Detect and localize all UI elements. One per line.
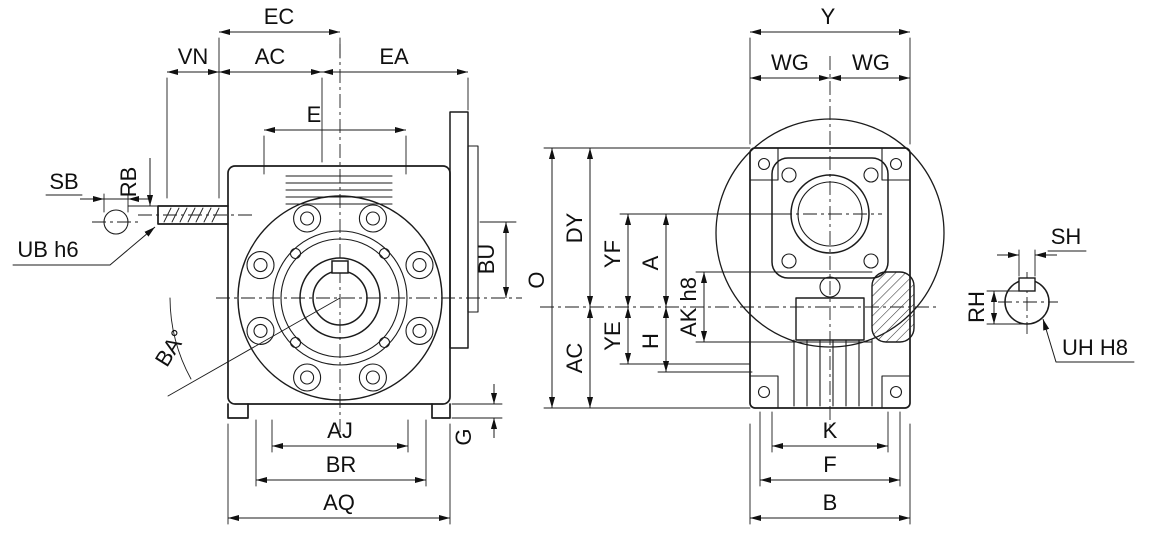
face-inner-circle — [280, 238, 400, 358]
tab-holes — [757, 157, 903, 399]
dim-label-b: B — [823, 490, 838, 515]
dim-label-o: O — [524, 271, 549, 288]
dim-label-uh: UH H8 — [1062, 335, 1128, 360]
dim-label-dy: DY — [562, 212, 587, 243]
output-flange-face — [237, 195, 443, 401]
bolt-holes — [253, 211, 427, 385]
dim-label-sb: SB — [49, 169, 78, 194]
side-view: Y WG WG O DY AC YF YE A H AK h8 — [524, 4, 945, 525]
dim-label-wg-right: WG — [852, 50, 890, 75]
dim-label-aq: AQ — [323, 490, 355, 515]
angle-ba: BA° — [150, 297, 341, 397]
dim-label-ba-angle: BA° — [150, 325, 191, 371]
input-flange-square — [771, 157, 889, 279]
dim-label-ye: YE — [600, 321, 625, 350]
dim-label-ac-front: AC — [255, 44, 286, 69]
plug-hole — [819, 276, 841, 298]
front-view: BA° EC VN AC EA E SB — [12, 4, 522, 525]
gearbox-housing-side — [749, 147, 915, 409]
front-left-dimensions: SB RB UB h6 — [12, 158, 159, 266]
bolt-lobes — [246, 204, 434, 392]
front-right-dimensions: BU G — [451, 221, 517, 446]
flange-bolt-holes — [781, 167, 879, 269]
flange-plate-edge — [449, 111, 479, 349]
housing-block — [795, 297, 865, 341]
dim-label-rb: RB — [116, 167, 141, 198]
shaft-cross-section: SH RH UH H8 — [964, 224, 1135, 363]
input-bore-circle — [790, 174, 870, 254]
dim-label-vn: VN — [178, 44, 209, 69]
dim-label-a: A — [638, 255, 663, 270]
side-left-dimensions: O DY AC YF YE A H AK h8 — [524, 147, 873, 409]
foot-left — [227, 403, 249, 419]
dim-label-h: H — [638, 333, 663, 349]
dim-label-ak: AK h8 — [676, 277, 701, 337]
dim-label-f: F — [823, 452, 836, 477]
input-shaft — [103, 205, 229, 235]
tapped-holes — [289, 247, 391, 349]
dim-label-y: Y — [821, 4, 836, 29]
side-bottom-dimensions: K F B — [749, 411, 911, 525]
dim-label-aj: AJ — [327, 418, 353, 443]
dim-label-ac-side: AC — [562, 343, 587, 374]
dim-label-yf: YF — [600, 240, 625, 268]
dim-label-e: E — [307, 102, 322, 127]
cooling-fins — [793, 339, 873, 407]
raised-face-circle — [272, 230, 408, 366]
housing-fins-front — [285, 175, 393, 205]
front-centerlines — [92, 44, 522, 432]
flange-outer-circle — [237, 195, 443, 401]
hub-circle — [299, 257, 381, 339]
output-hub-section — [871, 271, 915, 343]
dim-label-ec: EC — [264, 4, 295, 29]
dim-label-k: K — [823, 418, 838, 443]
dim-label-ea: EA — [379, 44, 409, 69]
gearbox-housing-front — [227, 165, 451, 419]
dim-label-ub: UB h6 — [17, 237, 78, 262]
dim-label-wg-left: WG — [771, 50, 809, 75]
housing-flange-circle — [715, 118, 945, 348]
foot-right — [431, 403, 451, 419]
front-top-dimensions: EC VN AC EA E — [166, 4, 469, 199]
dim-label-g: G — [451, 428, 476, 445]
front-bottom-dimensions: AJ BR AQ — [227, 418, 451, 525]
input-bore-inner-circle — [797, 181, 863, 247]
keyway-front — [331, 260, 349, 274]
dim-label-sh: SH — [1051, 224, 1082, 249]
corner-tabs — [749, 147, 911, 409]
side-top-dimensions: Y WG WG — [749, 4, 911, 145]
keyway-section — [1018, 277, 1036, 292]
dim-label-br: BR — [326, 452, 357, 477]
shaft-thread-hatch — [163, 207, 220, 223]
shaft-end-hole — [103, 209, 129, 235]
dim-label-bu: BU — [474, 244, 499, 275]
dim-label-rh: RH — [964, 291, 989, 323]
